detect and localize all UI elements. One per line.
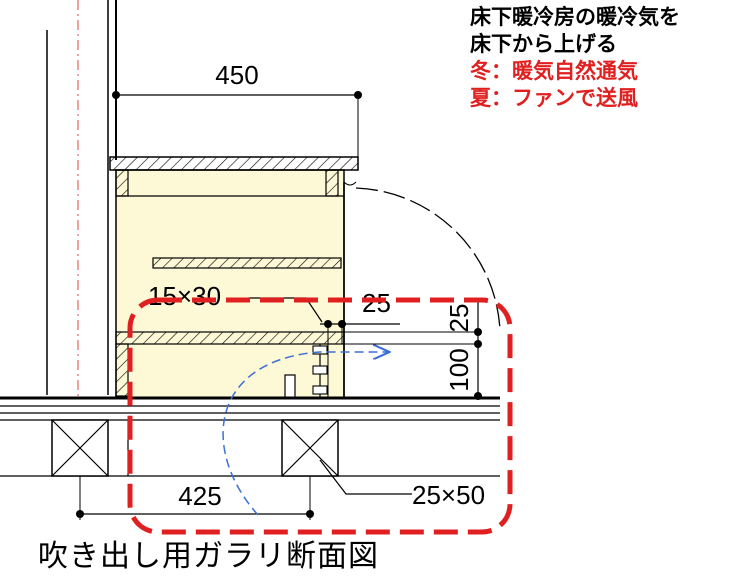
dim-25v-label: 25 <box>444 304 474 333</box>
wall <box>46 0 117 400</box>
note-line-1: 床下暖冷房の暖冷気を <box>470 5 680 29</box>
joist-left <box>51 419 109 477</box>
door-swing-arc <box>355 187 501 331</box>
dimension-450: 450 <box>112 60 362 157</box>
joist-right <box>281 419 339 477</box>
dim-425-label: 425 <box>178 481 221 511</box>
dimension-25-horizontal: 25 <box>320 288 400 344</box>
note-line-4: 夏：ファンで送風 <box>470 86 638 110</box>
dimension-vertical: 25 100 <box>344 300 482 400</box>
dimension-425: 425 <box>76 481 314 518</box>
airflow-arrow <box>222 352 388 516</box>
dim-450-label: 450 <box>215 60 258 90</box>
note-line-3: 冬：暖気自然通気 <box>470 59 638 83</box>
highlight-box <box>127 297 513 535</box>
dim-25h-label: 25 <box>362 288 391 318</box>
dim-100v-label: 100 <box>444 348 474 391</box>
cabinet <box>109 156 359 399</box>
drawing-caption: 吹き出し用ガラリ断面図 <box>38 539 379 574</box>
dim-25x50-label: 25×50 <box>412 480 485 510</box>
explanation-note: 床下暖冷房の暖冷気を 床下から上げる 冬：暖気自然通気 夏：ファンで送風 <box>470 4 680 112</box>
dimension-25x50: 25×50 <box>319 459 485 510</box>
note-line-2: 床下から上げる <box>470 32 617 56</box>
dim-15x30-label: 15×30 <box>148 281 221 311</box>
